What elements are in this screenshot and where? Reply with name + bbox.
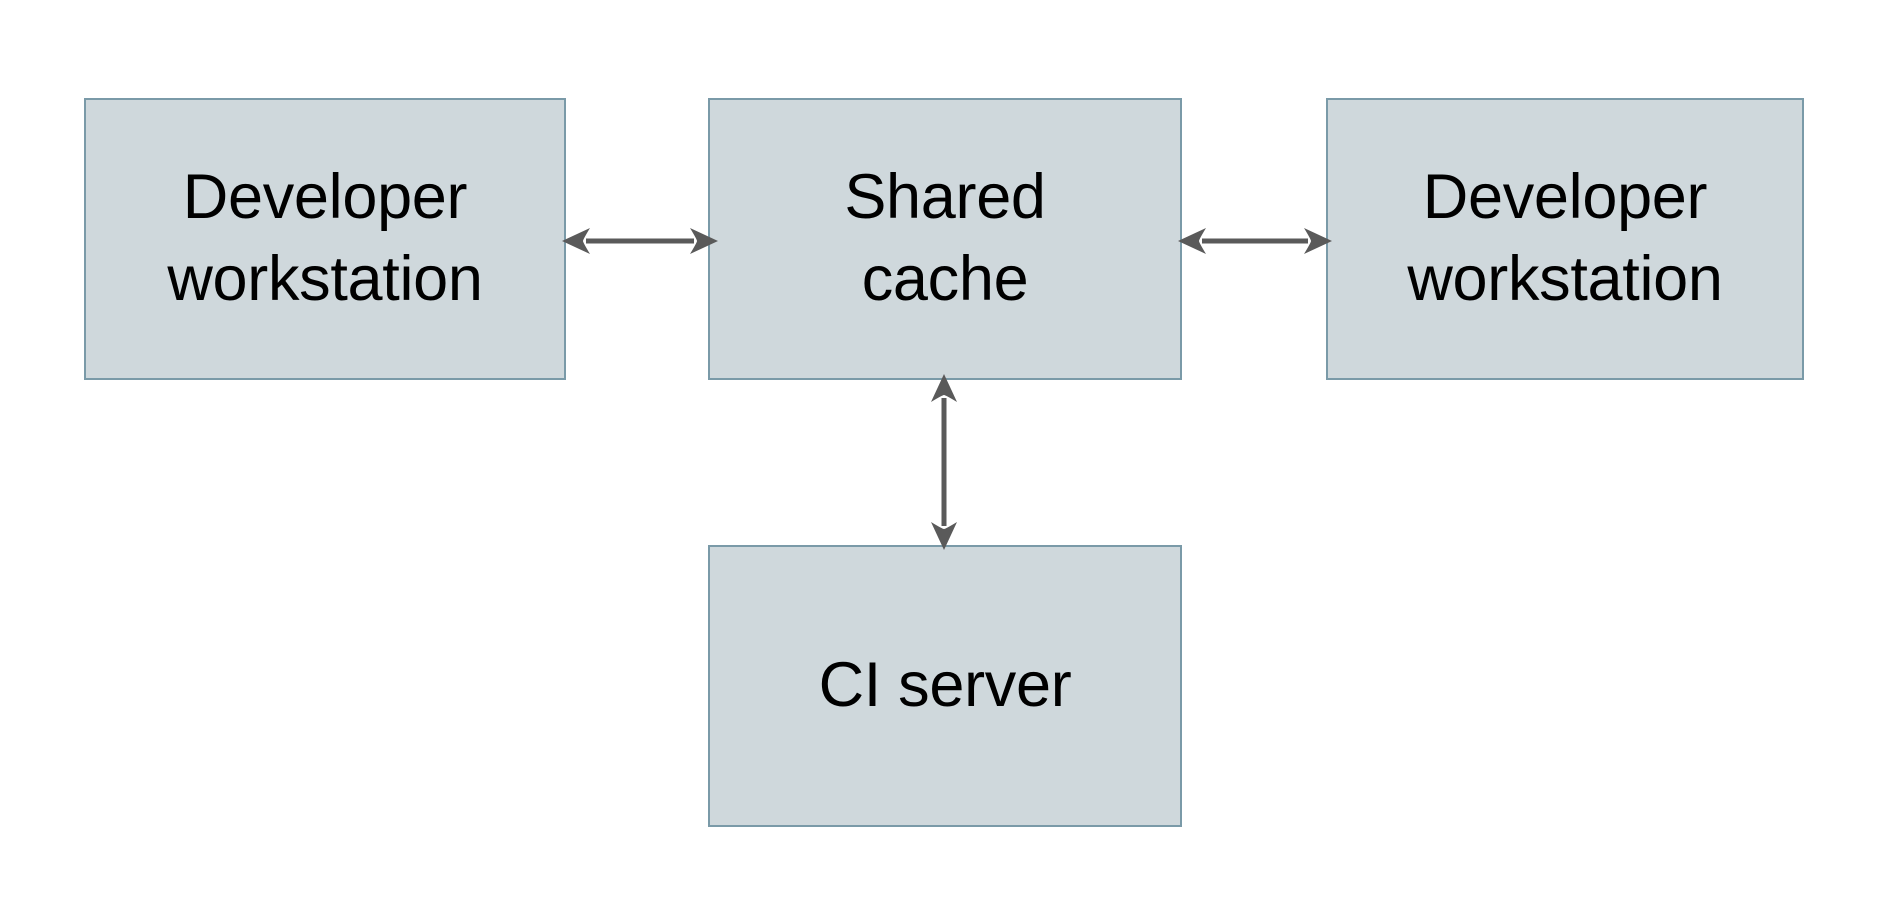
arrowhead-left-icon xyxy=(562,228,590,254)
node-shared-cache[interactable]: Shared cache xyxy=(708,98,1182,380)
node-ci-server[interactable]: CI server xyxy=(708,545,1182,827)
node-label-developer-workstation-right: Developer workstation xyxy=(1407,162,1723,314)
edge-shared-cache-to-ci-server xyxy=(931,374,957,550)
arrowhead-left-icon xyxy=(1178,228,1206,254)
node-label-ci-server: CI server xyxy=(818,650,1072,721)
node-label-shared-cache: Shared cache xyxy=(844,162,1046,314)
edge-shared-cache-to-right-workstation xyxy=(1178,228,1332,254)
node-label-developer-workstation-left: Developer workstation xyxy=(167,162,483,314)
edge-left-workstation-to-shared-cache xyxy=(562,228,718,254)
node-developer-workstation-left[interactable]: Developer workstation xyxy=(84,98,566,380)
node-developer-workstation-right[interactable]: Developer workstation xyxy=(1326,98,1804,380)
